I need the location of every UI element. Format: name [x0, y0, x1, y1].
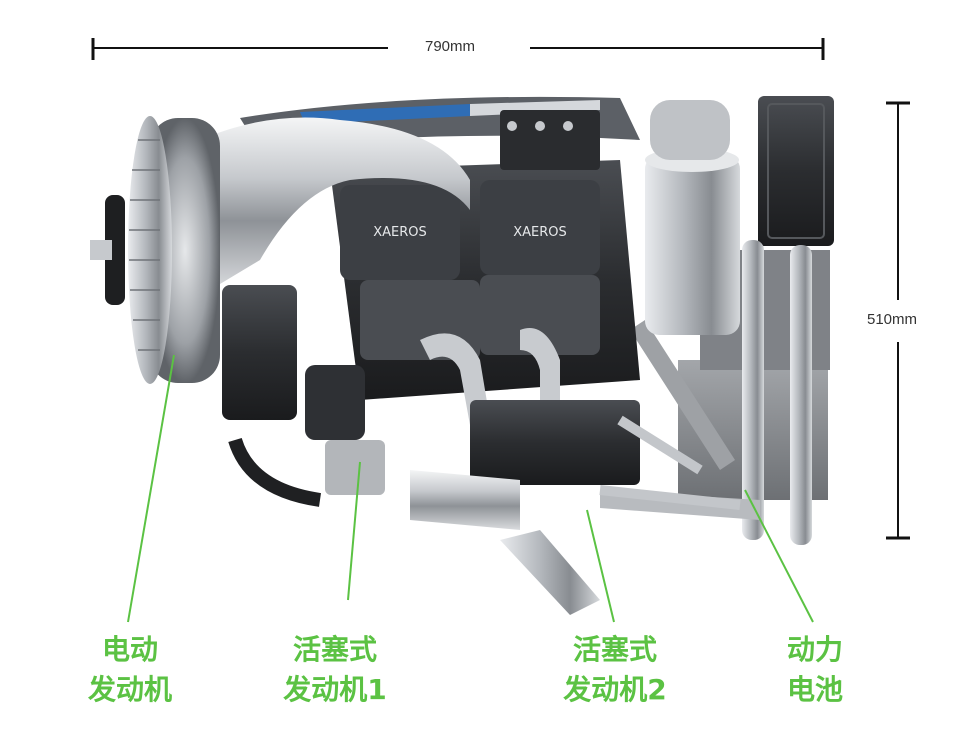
- frame-tubes: [599, 415, 741, 510]
- callout-piston-engine-2: 活塞式 发动机2: [550, 630, 680, 710]
- brand-mark-right: XAEROS: [513, 225, 567, 240]
- height-dimension-label: 510mm: [861, 311, 924, 328]
- callout-electric-motor-line1: 电动: [101, 633, 158, 666]
- width-dimension-label: 790mm: [419, 38, 482, 55]
- oil-filter: [305, 365, 385, 495]
- callout-power-battery: 动力 电池: [760, 630, 870, 710]
- callout-power-battery-line1: 动力: [786, 633, 843, 666]
- leader-piston-engine-2: [586, 509, 615, 623]
- callout-power-battery-line2: 电池: [786, 673, 843, 706]
- exhaust-system: [228, 328, 640, 615]
- power-battery: [600, 96, 834, 545]
- width-dimension-line: [91, 38, 825, 60]
- electric-motor: [90, 116, 297, 420]
- piston-engine-block: XAEROS XAEROS: [330, 110, 640, 400]
- reservoir-tank: [645, 100, 740, 335]
- leader-piston-engine-1: [347, 461, 361, 601]
- height-dimension-line: [886, 101, 910, 540]
- callout-leader-lines: [127, 354, 814, 623]
- callout-electric-motor-line2: 发动机: [87, 673, 172, 706]
- callout-piston-engine-1: 活塞式 发动机1: [270, 630, 400, 710]
- leader-power-battery: [744, 489, 814, 623]
- callout-piston-engine-2-line2: 发动机2: [563, 673, 667, 706]
- callout-electric-motor: 电动 发动机: [70, 630, 190, 710]
- callout-piston-engine-1-line2: 发动机1: [283, 673, 387, 706]
- brand-mark-left: XAEROS: [373, 225, 427, 240]
- intake-duct: [200, 117, 470, 290]
- leader-electric-motor: [127, 354, 175, 623]
- callout-piston-engine-2-line1: 活塞式: [572, 633, 657, 666]
- callout-piston-engine-1-line1: 活塞式: [292, 633, 377, 666]
